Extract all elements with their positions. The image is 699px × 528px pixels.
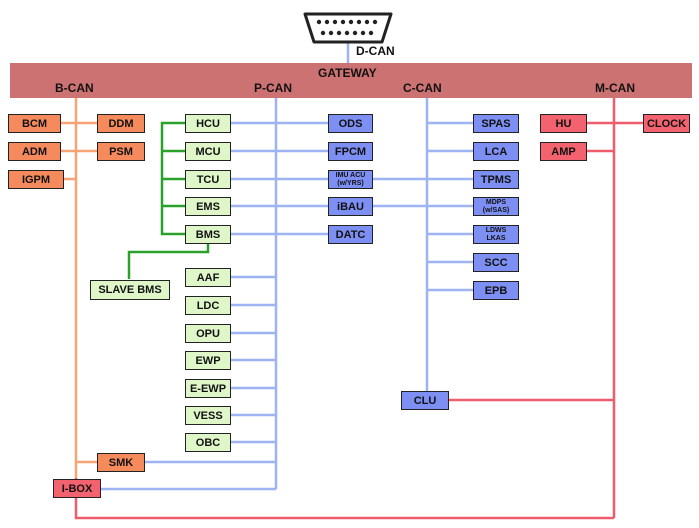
ibox-box: I-BOX xyxy=(53,479,101,498)
mdps-line1: MDPS xyxy=(485,198,507,206)
smk-box: SMK xyxy=(97,453,145,472)
imu-acu-line2: (w/YRS) xyxy=(337,179,364,187)
hu-box: HU xyxy=(540,114,587,133)
ods-box: ODS xyxy=(328,114,373,133)
mdps-line2: (w/SAS) xyxy=(482,206,510,214)
obc-box: OBC xyxy=(185,433,231,452)
amp-box: AMP xyxy=(540,142,587,161)
obd-connector-icon xyxy=(303,12,393,44)
ldws-line1: LDWS xyxy=(485,226,507,234)
gateway-bar xyxy=(10,63,692,98)
opu-box: OPU xyxy=(185,324,231,343)
ewp-box: EWP xyxy=(185,351,231,370)
imu-acu-line1: IMU ACU xyxy=(335,171,366,179)
tcu-box: TCU xyxy=(185,170,231,189)
imu-acu-box: IMU ACU (w/YRS) xyxy=(328,170,373,189)
ems-box: EMS xyxy=(185,197,231,216)
aaf-box: AAF xyxy=(185,268,231,287)
e-ewp-box: E-EWP xyxy=(185,379,231,398)
bcm-box: BCM xyxy=(8,114,61,133)
slave-bms-box: SLAVE BMS xyxy=(90,280,170,300)
clock-box: CLOCK xyxy=(643,114,690,133)
bcan-label: B-CAN xyxy=(55,81,94,95)
tpms-box: TPMS xyxy=(473,170,519,189)
ibau-box: iBAU xyxy=(328,197,373,216)
spas-box: SPAS xyxy=(473,114,519,133)
scc-box: SCC xyxy=(473,253,519,272)
epb-box: EPB xyxy=(473,281,519,300)
ddm-box: DDM xyxy=(97,114,145,133)
ldws-lkas-box: LDWS LKAS xyxy=(473,225,519,244)
bcan-lines xyxy=(61,98,97,478)
ccan-label: C-CAN xyxy=(403,81,442,95)
psm-box: PSM xyxy=(97,142,145,161)
mcan-label: M-CAN xyxy=(595,81,635,95)
local-bus-lines xyxy=(127,121,210,279)
dcan-label: D-CAN xyxy=(356,44,395,58)
pcan-ccan-lines xyxy=(101,98,473,491)
mcu-box: MCU xyxy=(185,142,231,161)
bms-box: BMS xyxy=(185,225,231,244)
igpm-box: IGPM xyxy=(8,170,64,189)
pcan-label: P-CAN xyxy=(254,81,292,95)
adm-box: ADM xyxy=(8,142,61,161)
gateway-label: GATEWAY xyxy=(318,66,377,80)
mdps-box: MDPS (w/SAS) xyxy=(473,197,519,216)
clu-box: CLU xyxy=(401,391,449,410)
vess-box: VESS xyxy=(185,406,231,425)
hcu-box: HCU xyxy=(185,114,231,133)
fpcm-box: FPCM xyxy=(328,142,373,161)
ldws-line2: LKAS xyxy=(486,234,506,242)
ldc-box: LDC xyxy=(185,296,231,315)
datc-box: DATC xyxy=(328,225,373,244)
lca-box: LCA xyxy=(473,142,519,161)
